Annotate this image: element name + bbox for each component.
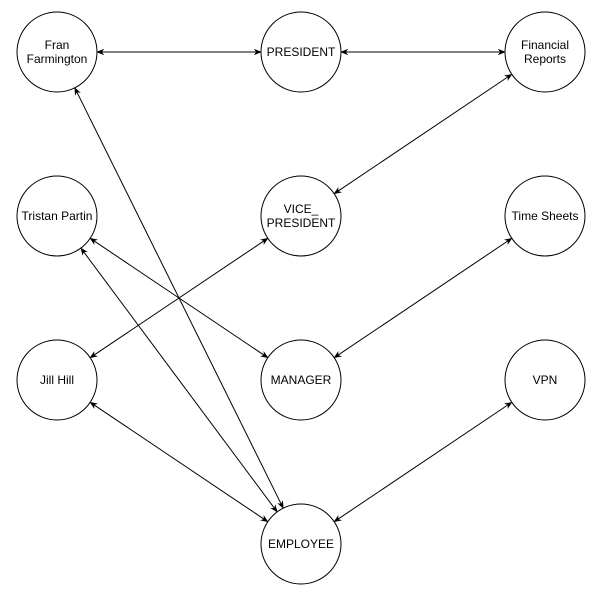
node-employee[interactable]: EMPLOYEE — [260, 503, 342, 585]
node-circle[interactable] — [504, 11, 586, 93]
node-circle[interactable] — [16, 11, 98, 93]
node-label: Jill Hill — [40, 373, 74, 387]
node-tristan[interactable]: Tristan Partin — [16, 175, 98, 257]
node-label: Farmington — [27, 52, 88, 66]
node-label: PRESIDENT — [267, 216, 336, 230]
node-label: Reports — [524, 52, 566, 66]
node-label: Financial — [521, 38, 569, 52]
edge-timesheets-manager — [333, 237, 513, 359]
node-circle[interactable] — [16, 175, 98, 257]
node-circle[interactable] — [260, 11, 342, 93]
node-label: VPN — [533, 373, 558, 387]
node-label: Time Sheets — [512, 209, 579, 223]
node-jill[interactable]: Jill Hill — [16, 339, 98, 421]
node-label: VICE_ — [284, 202, 319, 216]
node-circle[interactable] — [260, 175, 342, 257]
node-circle[interactable] — [16, 339, 98, 421]
node-president[interactable]: PRESIDENT — [260, 11, 342, 93]
node-label: EMPLOYEE — [268, 537, 334, 551]
node-manager[interactable]: MANAGER — [260, 339, 342, 421]
edge-fran-employee — [74, 87, 284, 509]
node-vpn[interactable]: VPN — [504, 339, 586, 421]
node-circle[interactable] — [504, 175, 586, 257]
node-label: Fran — [45, 38, 70, 52]
node-timesheets[interactable]: Time Sheets — [504, 175, 586, 257]
edge-jill-employee — [89, 401, 269, 523]
node-circle[interactable] — [260, 339, 342, 421]
node-label: PRESIDENT — [267, 45, 336, 59]
edge-financial-vp — [333, 73, 513, 195]
edge-tristan-employee — [80, 247, 278, 513]
node-vp[interactable]: VICE_PRESIDENT — [260, 175, 342, 257]
node-circle[interactable] — [260, 503, 342, 585]
node-circle[interactable] — [504, 339, 586, 421]
edge-vpn-employee — [333, 401, 513, 523]
node-label: MANAGER — [271, 373, 332, 387]
node-label: Tristan Partin — [22, 209, 93, 223]
